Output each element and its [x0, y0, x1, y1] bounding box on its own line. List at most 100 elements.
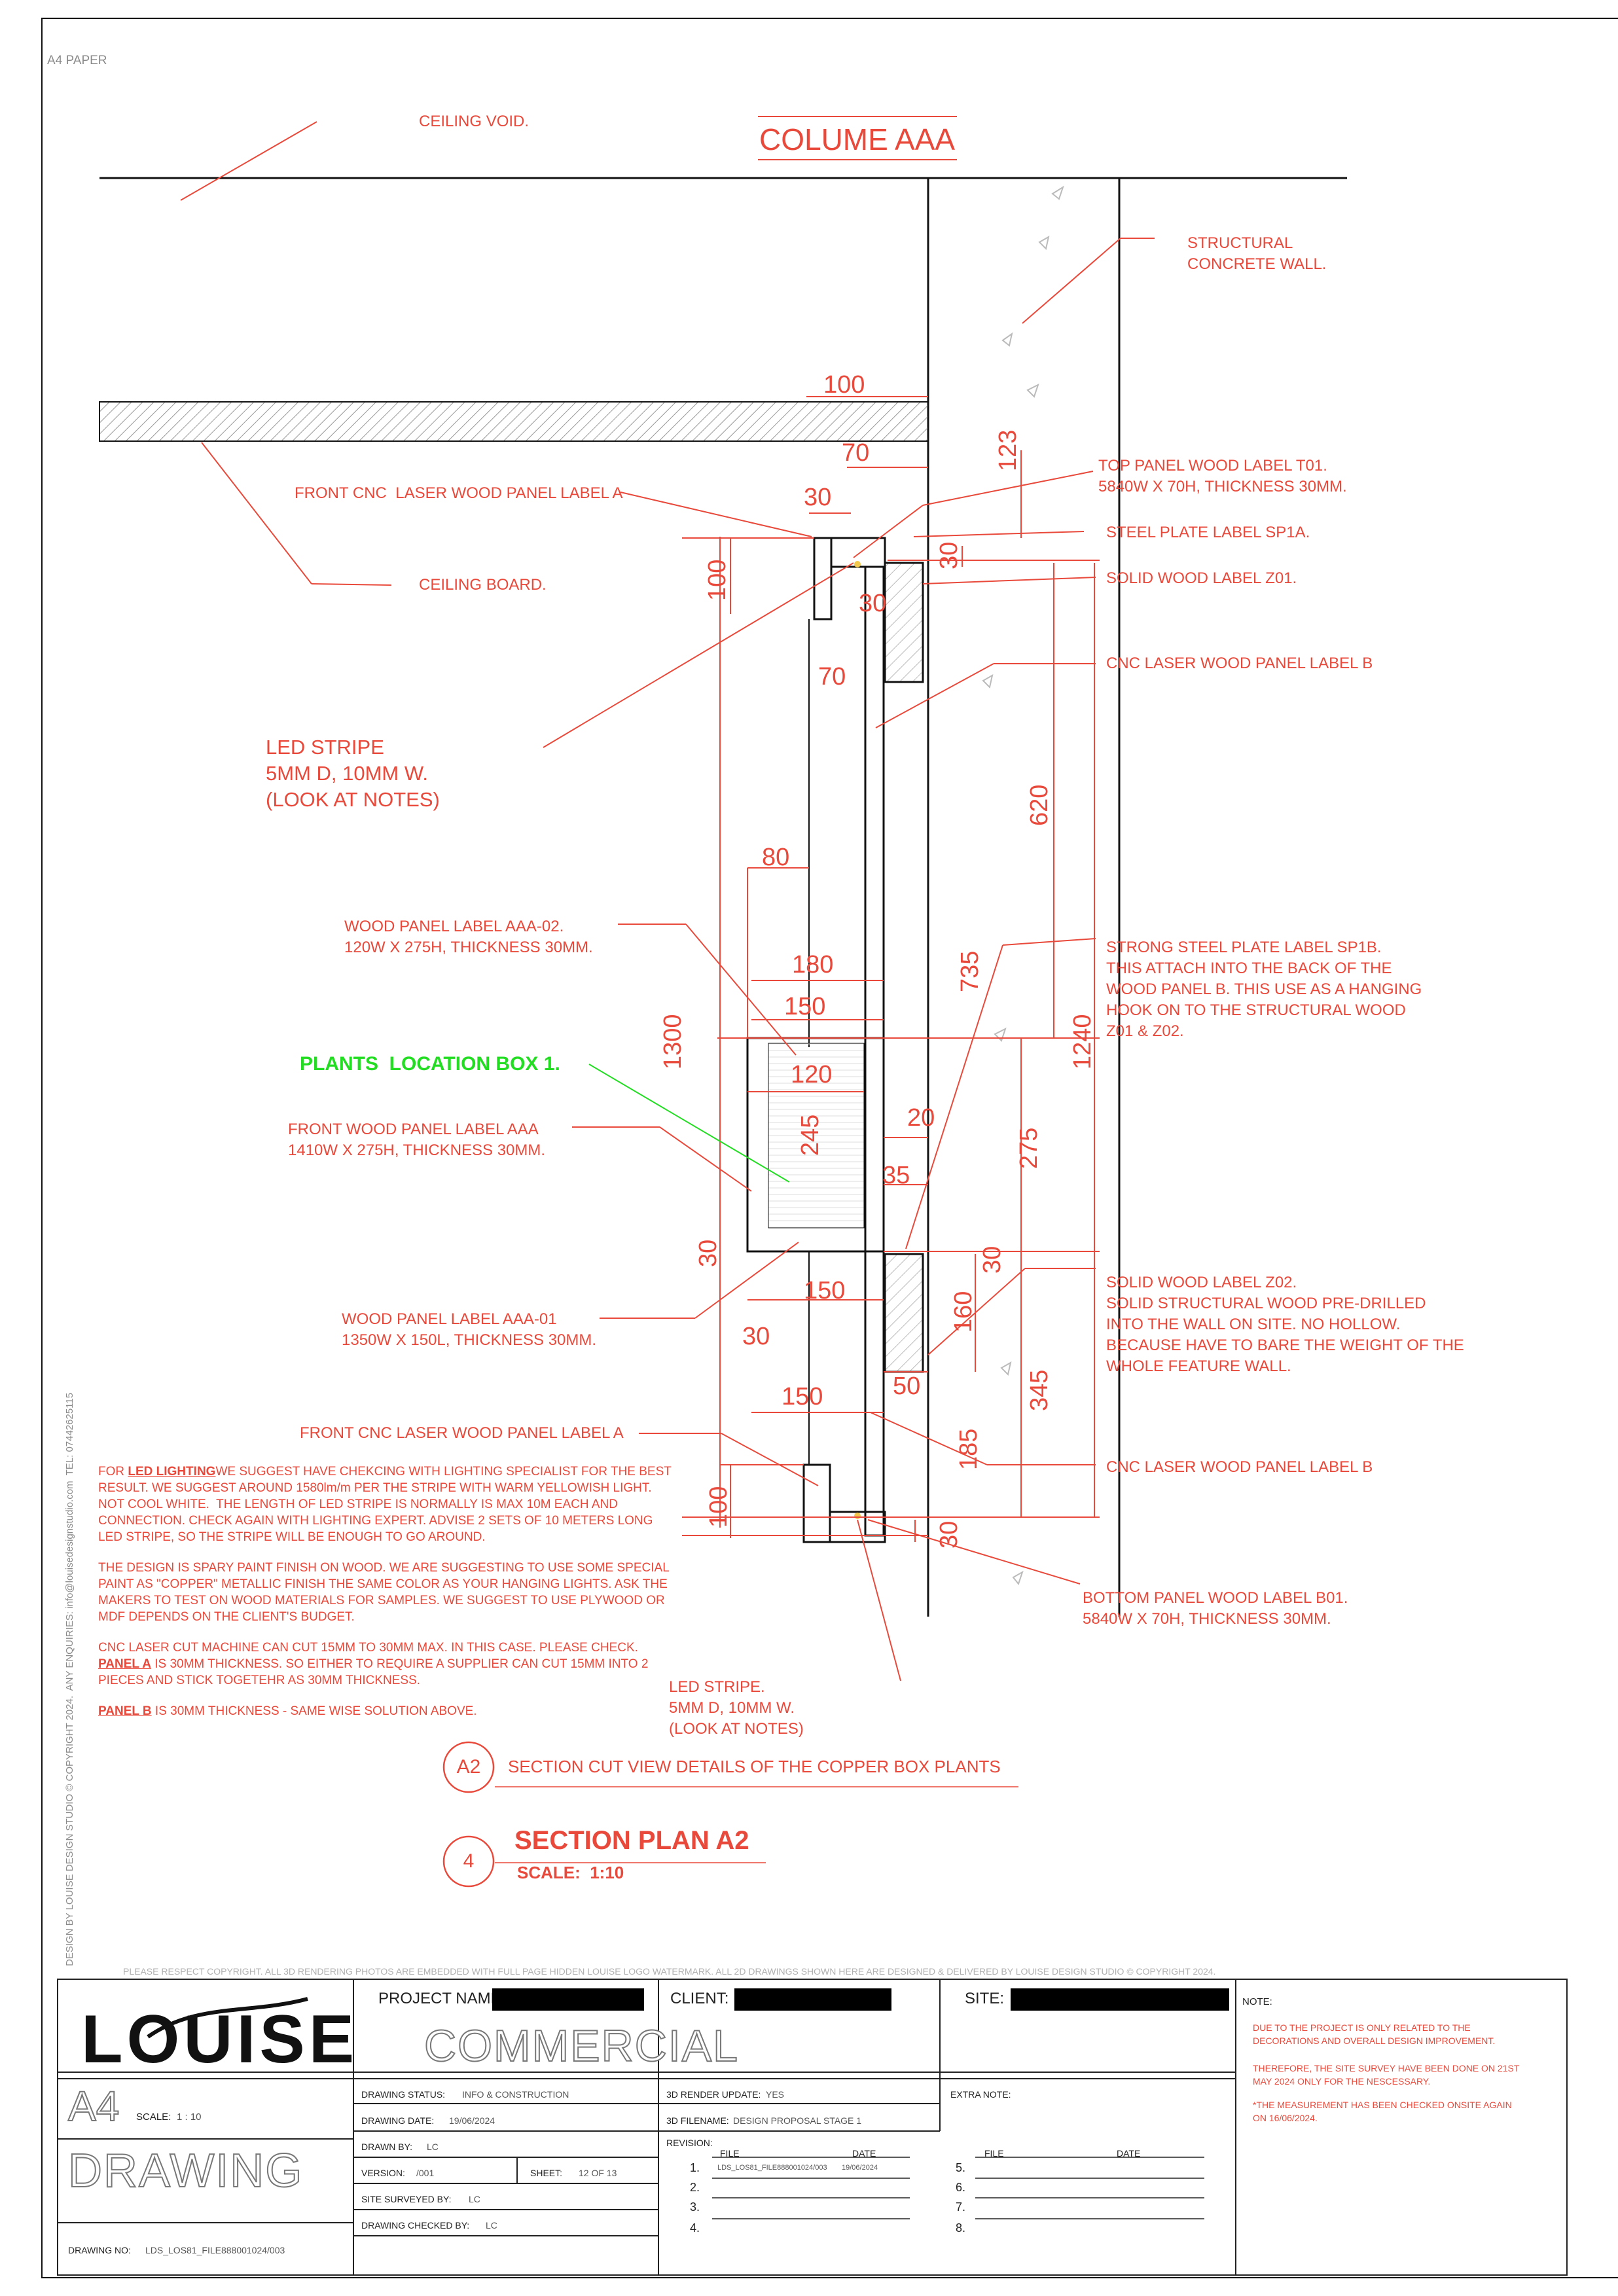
rev-num-1: 1.: [690, 2161, 700, 2174]
surveyed-value: LC: [469, 2194, 480, 2204]
title-note-3: *THE MEASUREMENT HAS BEEN CHECKED ONSITE…: [1253, 2100, 1512, 2123]
rev-num-8: 8.: [956, 2221, 966, 2234]
client-redaction: [734, 1988, 891, 2011]
rev-num-7: 7.: [956, 2200, 966, 2214]
plan-title: SECTION PLAN A2: [514, 1826, 749, 1855]
title-block: [57, 1979, 1568, 2276]
callout-front-wood-aaa: FRONT WOOD PANEL LABEL AAA 1410W X 275H,…: [288, 1121, 546, 1159]
scale-label: SCALE:: [136, 2111, 171, 2123]
callout-cnc-b-bottom: CNC LASER WOOD PANEL LABEL B: [1106, 1458, 1373, 1476]
project-name-label: PROJECT NAME:: [378, 1990, 506, 2007]
project-name-value: COMMERCIAL: [423, 2020, 739, 2072]
leader-lines: [180, 121, 1155, 1681]
callout-front-cnc-a-top: FRONT CNC LASER WOOD PANEL LABEL A: [295, 484, 623, 502]
client-label: CLIENT:: [670, 1990, 729, 2007]
callout-plants-location: PLANTS LOCATION BOX 1.: [300, 1053, 560, 1075]
version-label: VERSION:: [361, 2168, 405, 2178]
callout-ceiling-void: CEILING VOID.: [419, 113, 530, 130]
page-frame: [41, 18, 1618, 2278]
dim-185: 185: [955, 1428, 982, 1470]
extra-note-label: EXTRA NOTE:: [950, 2089, 1011, 2100]
dim-20: 20: [907, 1104, 935, 1132]
rev-num-5: 5.: [956, 2161, 966, 2174]
dim-80: 80: [762, 844, 790, 871]
title-note-1: DUE TO THE PROJECT IS ONLY RELATED TO TH…: [1253, 2022, 1496, 2046]
callout-steel-plate-sp1a: STEEL PLATE LABEL SP1A.: [1106, 524, 1310, 541]
dim-120: 120: [791, 1061, 833, 1088]
note-cnc: CNC LASER CUT MACHINE CAN CUT 15MM TO 30…: [98, 1641, 652, 1687]
sheet-value: 12 OF 13: [579, 2168, 617, 2178]
render-value: YES: [766, 2089, 785, 2100]
dim-70-mid: 70: [818, 663, 846, 691]
plan-badge: 4: [463, 1850, 475, 1872]
callout-bottom-panel: BOTTOM PANEL WOOD LABEL B01. 5840W X 70H…: [1083, 1589, 1348, 1628]
checked-value: LC: [486, 2220, 497, 2231]
scale-value: 1 : 10: [177, 2111, 202, 2123]
dim-30-b: 30: [742, 1323, 770, 1350]
a2-section-text: SECTION CUT VIEW DETAILS OF THE COPPER B…: [508, 1757, 1001, 1776]
callout-top-panel: TOP PANEL WOOD LABEL T01. 5840W X 70H, T…: [1098, 457, 1347, 495]
checked-label: DRAWING CHECKED BY:: [361, 2220, 470, 2231]
project-name-redaction: [492, 1988, 644, 2011]
side-copyright-text: DESIGN BY LOUISE DESIGN STUDIO © COPYRIG…: [64, 1392, 75, 1966]
callout-wood-panel-aaa02: WOOD PANEL LABEL AAA-02. 120W X 275H, TH…: [344, 918, 593, 956]
note-paint: THE DESIGN IS SPARY PAINT FINISH ON WOOD…: [98, 1561, 673, 1624]
dim-245: 245: [797, 1114, 824, 1156]
a2-badge: A2: [456, 1756, 481, 1778]
site-redaction: [1011, 1988, 1229, 2011]
note-led: FOR LED LIGHTINGWE SUGGEST HAVE CHEKCING…: [98, 1465, 675, 1544]
status-value: INFO & CONSTRUCTION: [462, 2089, 569, 2100]
dim-160: 160: [950, 1291, 977, 1333]
dim-30-r1: 30: [935, 541, 963, 569]
note-panel-a-label: PANEL A: [98, 1657, 151, 1671]
plants-leader-line: [588, 1064, 790, 1183]
dim-30-bottom: 30: [935, 1520, 963, 1549]
dim-275: 275: [1015, 1127, 1043, 1169]
drawing-no-label: DRAWING NO:: [68, 2245, 131, 2255]
dim-30-left: 30: [694, 1239, 722, 1267]
dim-100-left-bottom: 100: [705, 1486, 732, 1528]
rev1-date: 19/06/2024: [842, 2164, 878, 2172]
copyright-banner: PLEASE RESPECT COPYRIGHT. ALL 3D RENDERI…: [123, 1966, 1216, 1977]
dim-620: 620: [1026, 784, 1053, 826]
note-label: NOTE:: [1242, 1996, 1272, 2007]
callout-led-stripe-bottom: LED STRIPE. 5MM D, 10MM W. (LOOK AT NOTE…: [669, 1678, 804, 1738]
paper-size: A4: [67, 2082, 120, 2130]
rev-num-4: 4.: [690, 2221, 700, 2234]
louise-logo: LOUISE: [81, 2001, 359, 2077]
led-notes: FOR LED LIGHTINGWE SUGGEST HAVE CHEKCING…: [98, 1463, 674, 1734]
dim-735: 735: [956, 950, 984, 992]
dim-150-b: 150: [804, 1277, 846, 1304]
date-label: DRAWING DATE:: [361, 2115, 435, 2126]
note-led-label: LED LIGHTING: [128, 1465, 216, 1479]
callout-strong-steel-sp1b: STRONG STEEL PLATE LABEL SP1B. THIS ATTA…: [1106, 939, 1422, 1040]
drawn-by-value: LC: [427, 2142, 439, 2152]
note-panel-b-label: PANEL B: [98, 1704, 152, 1718]
date-header-right: DATE: [1117, 2148, 1141, 2159]
status-label: DRAWING STATUS:: [361, 2089, 446, 2100]
paper-label: A4 PAPER: [47, 54, 107, 67]
dim-35: 35: [882, 1162, 910, 1189]
a2-badge-circle: [442, 1741, 495, 1793]
ceiling-board: [99, 401, 929, 442]
callout-solid-wood-z01: SOLID WOOD LABEL Z01.: [1106, 569, 1297, 587]
site-label: SITE:: [965, 1990, 1005, 2007]
rev-num-3: 3.: [690, 2200, 700, 2214]
filename-label: 3D FILENAME:: [666, 2115, 729, 2126]
date-header-left: DATE: [852, 2148, 876, 2159]
dim-123: 123: [994, 429, 1022, 471]
callout-led-stripe-main: LED STRIPE 5MM D, 10MM W. (LOOK AT NOTES…: [266, 736, 440, 811]
dim-150-c: 150: [782, 1383, 823, 1410]
rev1-file: LDS_LOS81_FILE888001024/003: [717, 2164, 827, 2172]
filename-value: DESIGN PROPOSAL STAGE 1: [733, 2115, 862, 2126]
callout-structural-wall: STRUCTURAL CONCRETE WALL.: [1187, 234, 1327, 273]
date-value: 19/06/2024: [449, 2115, 495, 2126]
drawing-no-value: LDS_LOS81_FILE888001024/003: [145, 2245, 285, 2255]
revision-label: REVISION:: [666, 2138, 713, 2148]
dim-100-left-top: 100: [704, 559, 731, 601]
dim-30-top: 30: [804, 484, 832, 511]
dim-1240: 1240: [1069, 1014, 1096, 1069]
file-header-right: FILE: [984, 2148, 1004, 2159]
plan-badge-circle: [442, 1835, 495, 1888]
surveyed-label: SITE SURVEYED BY:: [361, 2194, 452, 2204]
